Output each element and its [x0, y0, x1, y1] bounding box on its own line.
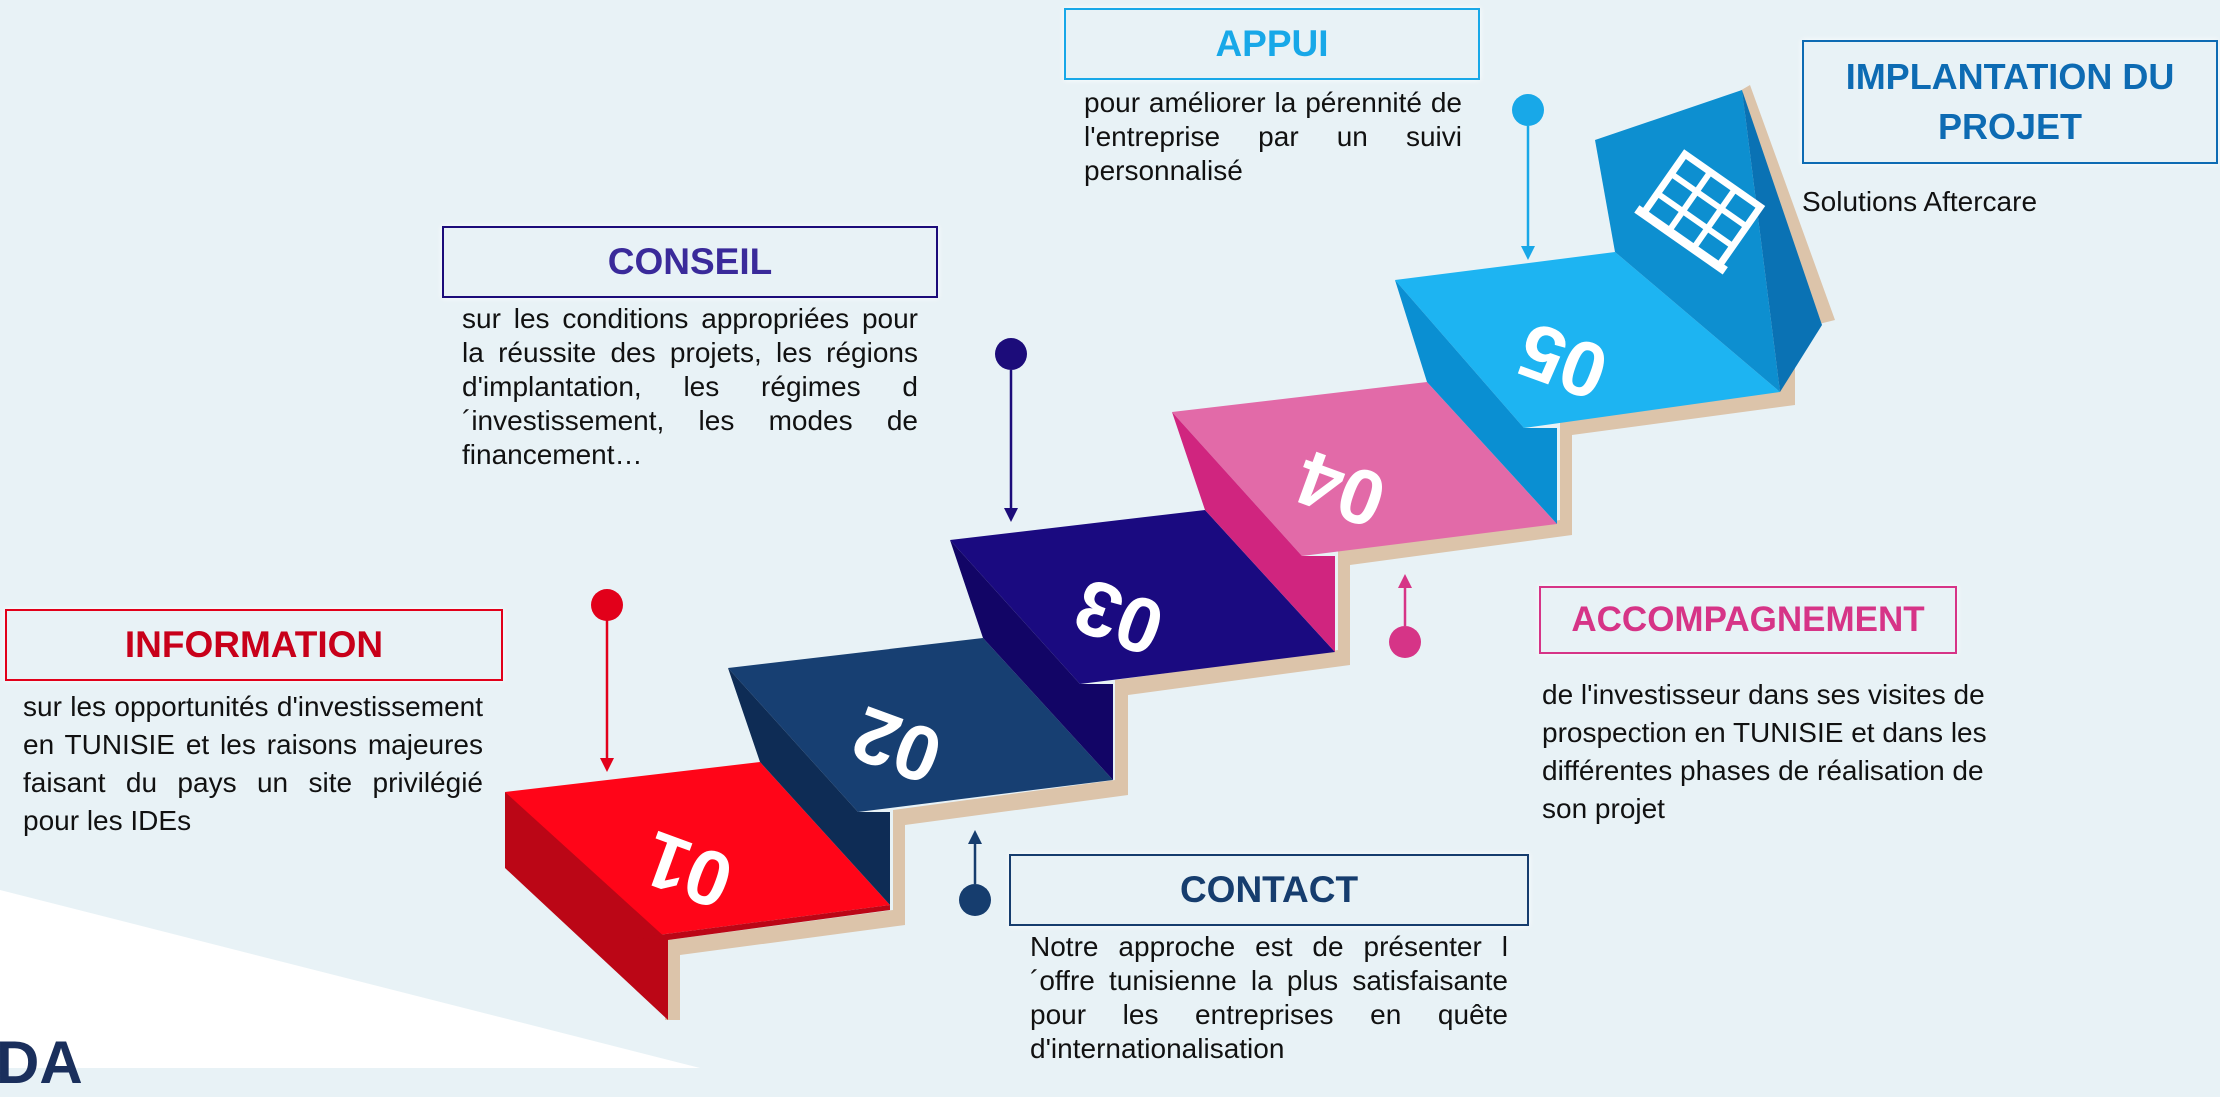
step-05: 05 — [1395, 252, 1780, 524]
step-02-top — [728, 638, 1113, 812]
building-icon — [1634, 149, 1766, 275]
goal-subtitle: Solutions Aftercare — [1802, 186, 2038, 217]
step-04-title-box: ACCOMPAGNEMENT — [1539, 586, 1957, 654]
step-04: 04 — [1172, 382, 1557, 652]
stairs-shadow — [665, 85, 1835, 1020]
step-05-front — [1395, 280, 1557, 524]
pin-02 — [959, 830, 991, 916]
logo-fragment: DA — [0, 1029, 83, 1096]
step-05-top — [1395, 252, 1780, 428]
step-04-description: de l'investisseur dans ses visites de pr… — [1542, 679, 1987, 824]
step-03-description: sur les conditions appropriées pour la r… — [462, 303, 918, 470]
step-04-top — [1172, 382, 1557, 556]
step-01-description: sur les opportunités d'investissement en… — [23, 691, 483, 836]
step-05-title: APPUI — [1215, 23, 1329, 65]
goal-arrow — [1595, 90, 1822, 392]
step-04-title: ACCOMPAGNEMENT — [1571, 600, 1925, 640]
pin-05 — [1512, 94, 1544, 260]
background-wedge — [0, 890, 700, 1068]
goal-arrow-dark — [1742, 90, 1822, 392]
step-01-front — [505, 792, 668, 1020]
pin-03 — [995, 338, 1027, 522]
step-02: 02 — [728, 638, 1113, 905]
step-02-description: Notre approche est de présenter l´offre … — [1030, 931, 1508, 1064]
pin-04 — [1389, 574, 1421, 658]
goal-title-box: IMPLANTATION DU PROJET — [1802, 40, 2218, 164]
goal-title: IMPLANTATION DU PROJET — [1845, 56, 2175, 147]
step-02-title-box: CONTACT — [1009, 854, 1529, 926]
step-03-front — [950, 540, 1113, 780]
step-03: 03 — [950, 510, 1335, 780]
step-01-riser — [635, 905, 890, 940]
step-04-front — [1172, 412, 1335, 652]
step-05-description: pour améliorer la pérennité de l'entrepr… — [1084, 87, 1462, 186]
step-02-front — [728, 668, 890, 905]
step-03-title: CONSEIL — [607, 241, 773, 283]
step-01-title-box: INFORMATION — [5, 609, 503, 681]
pin-01 — [591, 589, 623, 772]
step-02-title: CONTACT — [1179, 869, 1359, 911]
staircase-diagram: 01 02 03 04 05 — [505, 85, 1835, 1020]
step-01-title: INFORMATION — [124, 624, 384, 666]
step-03-top — [950, 510, 1335, 684]
step-05-title-box: APPUI — [1064, 8, 1480, 80]
step-01: 01 — [505, 762, 890, 1020]
step-03-title-box: CONSEIL — [442, 226, 938, 298]
